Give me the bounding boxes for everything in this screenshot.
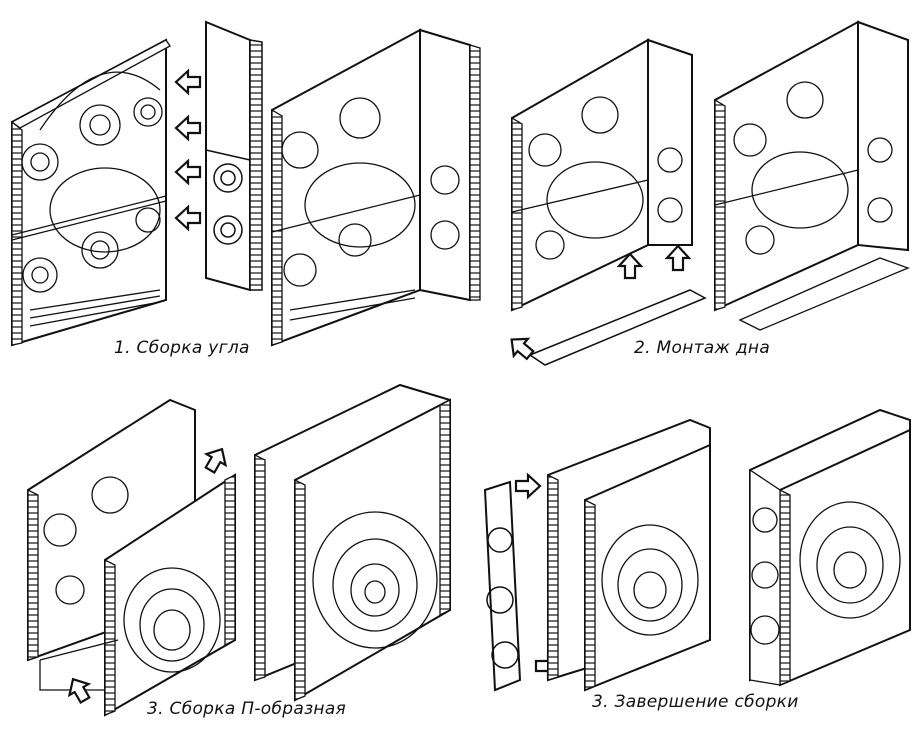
step2-corner — [511, 38, 693, 312]
arrow-outline-icon — [174, 115, 202, 141]
caption-step-3: 3. Сборка П-образная — [147, 699, 347, 719]
arrow-outline-icon — [514, 473, 542, 499]
arrow-outline-icon — [174, 205, 202, 231]
step3-result — [254, 383, 451, 702]
step2-bottom-plate — [528, 289, 707, 366]
step1-result — [271, 28, 481, 347]
caption-step-4: 3. Завершение сборки — [592, 692, 799, 712]
arrow-outline-icon — [503, 330, 539, 365]
arrow-outline-icon — [199, 442, 233, 477]
step1-panel-left — [10, 38, 171, 347]
caption-step-2: 2. Монтаж дна — [634, 338, 771, 358]
step4-end-panel — [483, 480, 522, 692]
arrow-outline-icon — [174, 159, 202, 185]
arrow-outline-icon — [174, 69, 202, 95]
step1-arrows — [174, 69, 202, 231]
step1-panel-right — [205, 20, 263, 292]
step3-front-panel — [39, 473, 236, 717]
arrow-outline-icon — [665, 244, 691, 272]
caption-step-1: 1. Сборка угла — [114, 338, 250, 358]
step2-result — [714, 20, 910, 331]
step4-result — [749, 408, 911, 687]
step4-box — [547, 418, 711, 692]
